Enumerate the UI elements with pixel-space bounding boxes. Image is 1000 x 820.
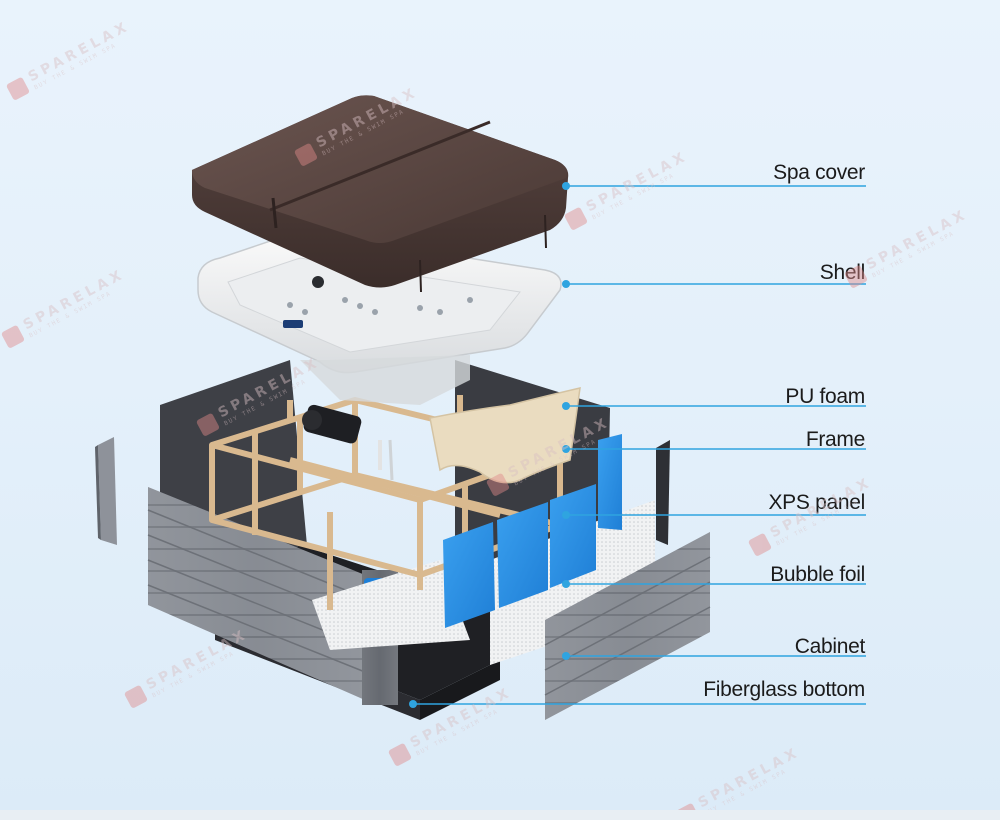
- label-frame: Frame: [805, 428, 865, 451]
- right-side-strip: [656, 440, 670, 545]
- xps-panels: [443, 434, 622, 628]
- label-pu-foam: PU foam: [785, 385, 865, 408]
- label-xps-panel: XPS panel: [768, 491, 865, 514]
- label-spa-cover: Spa cover: [773, 161, 865, 184]
- inner-bubble-foil: [312, 560, 470, 650]
- spa-cover-model: [192, 95, 569, 293]
- label-shell: Shell: [819, 261, 866, 284]
- label-fiberglass-bottom: Fiberglass bottom: [703, 678, 865, 701]
- front-right-cabinet: [544, 532, 711, 720]
- label-cabinet: Cabinet: [794, 635, 866, 658]
- leader-dots: [409, 182, 570, 708]
- label-bubble-foil: Bubble foil: [770, 563, 865, 586]
- pump-motor: [302, 404, 394, 481]
- pu-foam-piece: [429, 387, 581, 484]
- acrylic-shell: [197, 231, 562, 405]
- left-side-strip: [95, 437, 117, 545]
- leader-lines: [413, 185, 866, 705]
